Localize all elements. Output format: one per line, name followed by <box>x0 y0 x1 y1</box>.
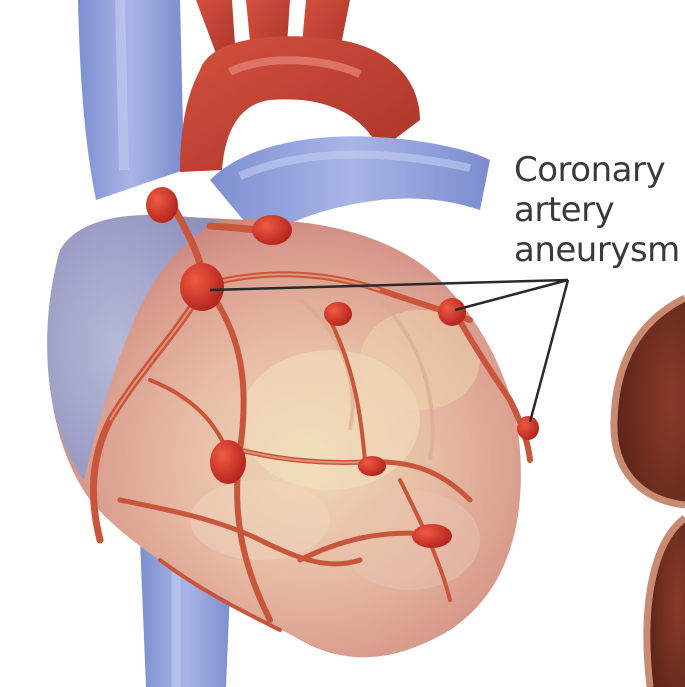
annotation-label-line: Coronary <box>514 152 665 188</box>
aneurysm-bulge <box>146 187 178 223</box>
annotation-label-line: artery <box>514 192 614 228</box>
aneurysm-bulge <box>517 416 539 440</box>
aneurysm-bulge <box>412 524 452 548</box>
adjacent-chamber-section <box>614 298 685 687</box>
aneurysm-bulge <box>358 456 386 476</box>
annotation-label-line: aneurysm <box>514 232 680 268</box>
aneurysm-bulge <box>180 263 224 311</box>
aneurysm-bulge <box>438 298 466 326</box>
aneurysm-bulge <box>324 302 352 326</box>
aneurysm-bulge <box>252 215 292 245</box>
aneurysm-bulge <box>210 440 246 484</box>
superior-vena-cava <box>78 0 184 200</box>
heart-body <box>47 215 521 657</box>
